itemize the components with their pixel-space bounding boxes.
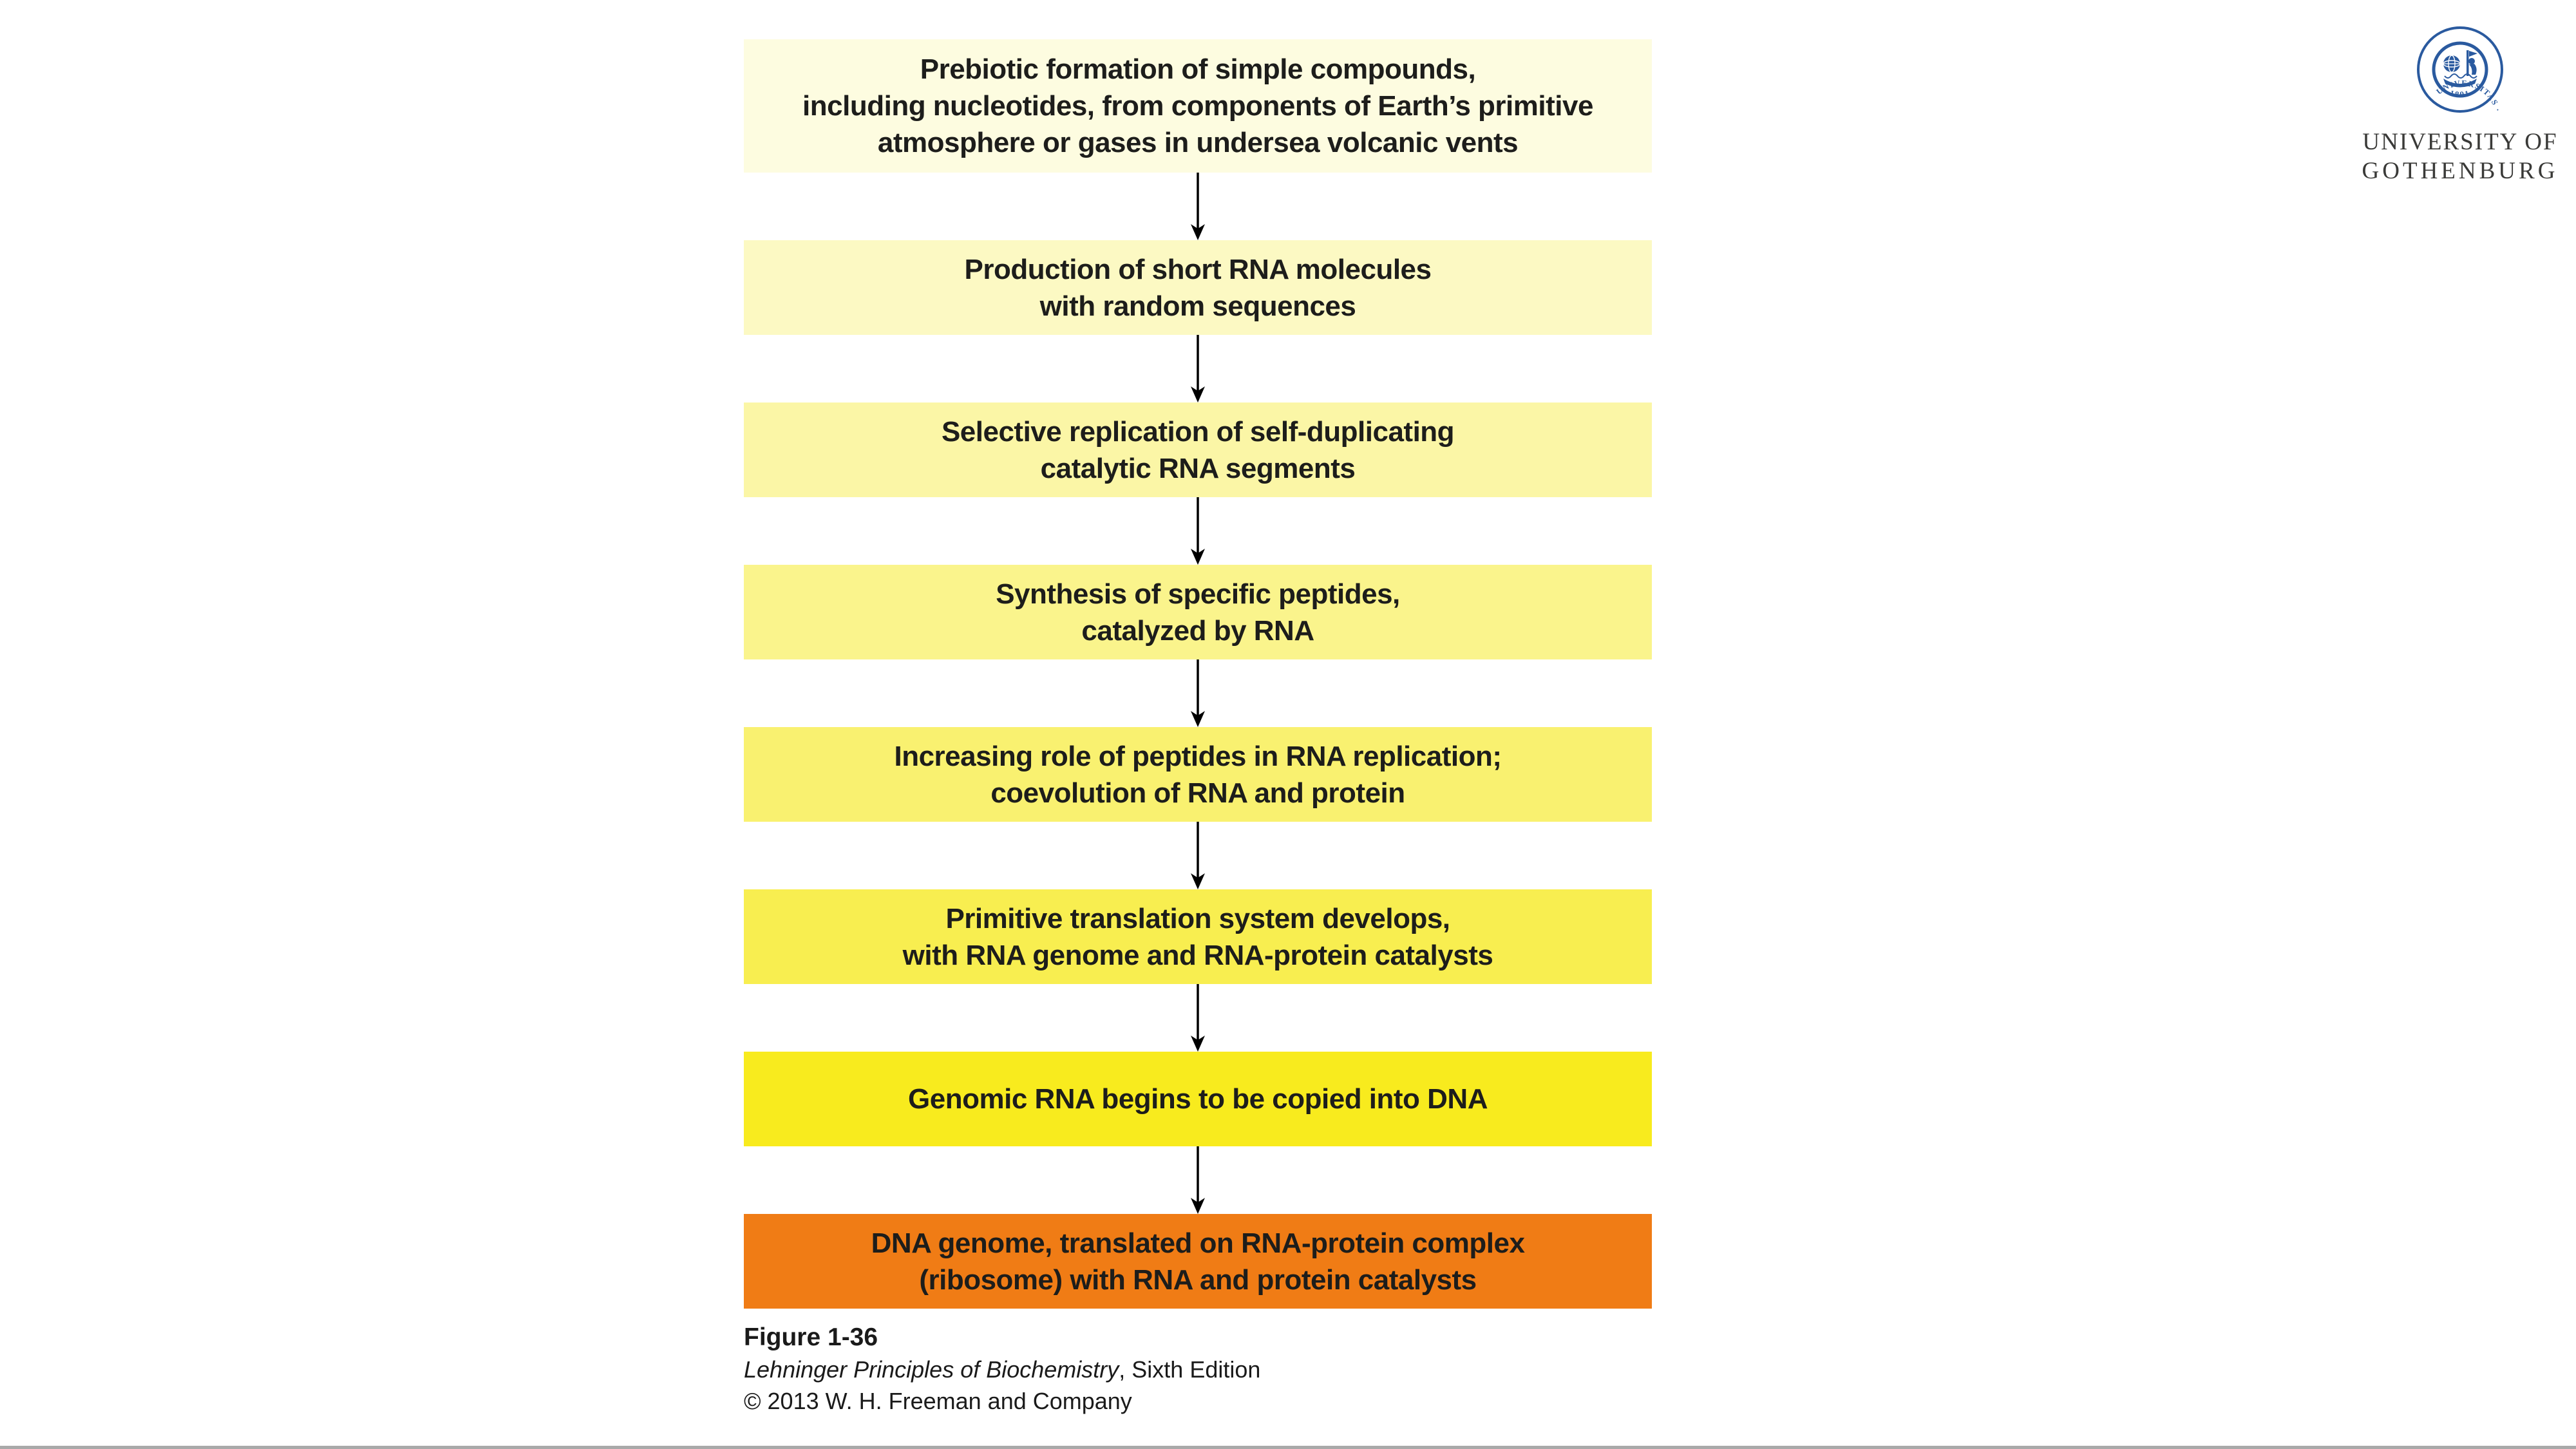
flow-step-line: Primitive translation system develops, xyxy=(945,902,1450,934)
book-reference: Lehninger Principles of Biochemistry, Si… xyxy=(744,1354,1260,1385)
flow-step-line: Prebiotic formation of simple compounds, xyxy=(920,53,1476,85)
down-arrow xyxy=(744,984,1652,1052)
down-arrow xyxy=(744,822,1652,889)
down-arrow-icon xyxy=(1191,497,1205,565)
down-arrow-icon xyxy=(1191,173,1205,240)
university-logo: UNIVERSITAS · GOTHOBURGENSIS · 1891 · UN… xyxy=(2354,24,2566,185)
flow-step-line: Synthesis of specific peptides, xyxy=(996,578,1400,610)
slide-bottom-edge xyxy=(0,1446,2576,1449)
down-arrow-icon xyxy=(1191,659,1205,727)
seal-emblem xyxy=(2443,50,2477,88)
flow-step-8: DNA genome, translated on RNA-protein co… xyxy=(744,1214,1652,1309)
flow-step-line: DNA genome, translated on RNA-protein co… xyxy=(871,1227,1525,1259)
figure-label: Figure 1-36 xyxy=(744,1323,878,1351)
flow-step-5: Increasing role of peptides in RNA repli… xyxy=(744,727,1652,822)
flow-step-3: Selective replication of self-duplicatin… xyxy=(744,402,1652,497)
book-edition: , Sixth Edition xyxy=(1119,1356,1261,1383)
down-arrow-icon xyxy=(1191,1146,1205,1214)
down-arrow xyxy=(744,173,1652,240)
flow-step-line: catalytic RNA segments xyxy=(1040,452,1356,484)
book-title: Lehninger Principles of Biochemistry xyxy=(744,1356,1119,1383)
flow-step-line: Genomic RNA begins to be copied into DNA xyxy=(908,1083,1488,1115)
flow-step-line: with random sequences xyxy=(1039,290,1356,322)
down-arrow xyxy=(744,497,1652,565)
figure-caption: Figure 1-36 Lehninger Principles of Bioc… xyxy=(744,1321,1260,1417)
flow-step-line: coevolution of RNA and protein xyxy=(990,777,1405,809)
down-arrow-icon xyxy=(1191,822,1205,889)
flow-step-line: atmosphere or gases in undersea volcanic… xyxy=(877,127,1519,158)
wordmark-line2: GOTHENBURG xyxy=(2362,158,2559,184)
flow-step-line: Increasing role of peptides in RNA repli… xyxy=(894,740,1502,772)
flow-step-line: with RNA genome and RNA-protein catalyst… xyxy=(902,939,1493,971)
svg-text:· 1891 ·: · 1891 · xyxy=(2441,86,2478,100)
flow-step-4: Synthesis of specific peptides, catalyze… xyxy=(744,565,1652,659)
flowchart: Prebiotic formation of simple compounds,… xyxy=(744,39,1652,1309)
flow-step-line: including nucleotides, from components o… xyxy=(802,90,1593,122)
flow-step-line: catalyzed by RNA xyxy=(1081,614,1314,647)
flow-step-6: Primitive translation system develops, w… xyxy=(744,889,1652,984)
flow-step-2: Production of short RNA molecules with r… xyxy=(744,240,1652,335)
flow-step-line: (ribosome) with RNA and protein catalyst… xyxy=(919,1264,1477,1296)
flow-step-7: Genomic RNA begins to be copied into DNA xyxy=(744,1052,1652,1146)
down-arrow-icon xyxy=(1191,335,1205,402)
wordmark-line1: UNIVERSITY OF xyxy=(2362,129,2558,155)
copyright-line: © 2013 W. H. Freeman and Company xyxy=(744,1388,1132,1414)
flow-step-line: Selective replication of self-duplicatin… xyxy=(941,415,1455,448)
university-seal-icon: UNIVERSITAS · GOTHOBURGENSIS · 1891 · xyxy=(2417,26,2503,115)
flow-step-line: Production of short RNA molecules xyxy=(964,253,1432,285)
flow-step-1: Prebiotic formation of simple compounds,… xyxy=(744,39,1652,173)
down-arrow xyxy=(744,335,1652,402)
down-arrow xyxy=(744,1146,1652,1214)
down-arrow-icon xyxy=(1191,984,1205,1052)
down-arrow xyxy=(744,659,1652,727)
university-wordmark: UNIVERSITY OF GOTHENBURG xyxy=(2354,128,2566,185)
seal-year-text: · 1891 · xyxy=(2441,86,2477,100)
